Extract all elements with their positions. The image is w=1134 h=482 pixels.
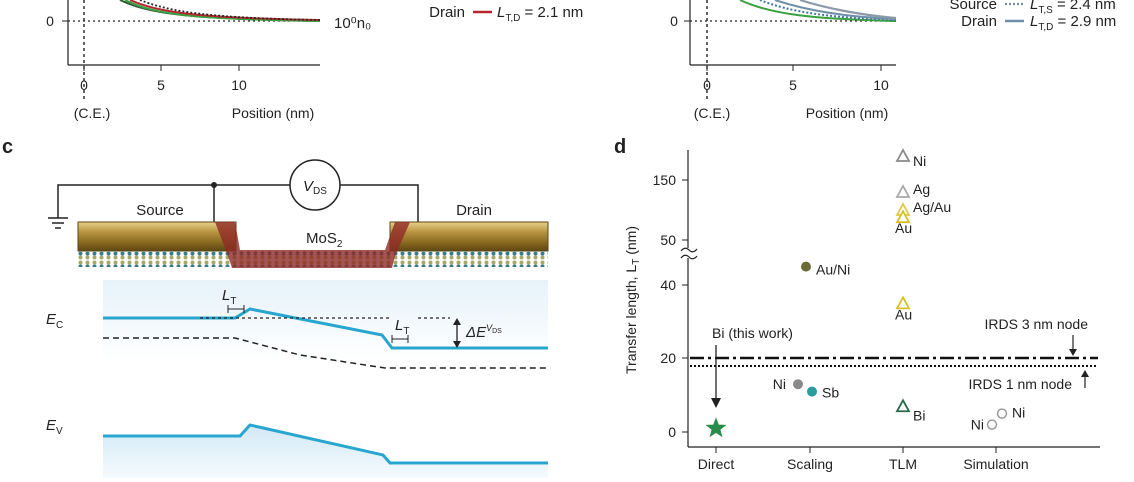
panel-d: d Transfer length, LT (nm) 0 20 40 50 15… <box>614 136 1100 472</box>
top-left-x-tick: 0 <box>80 77 88 93</box>
triangle-marker <box>895 295 911 310</box>
point-label: Ni <box>913 153 926 169</box>
top-right-xlabel: Position (nm) <box>806 105 888 121</box>
point-label: Au <box>895 220 912 236</box>
x-tick-label: TLM <box>889 456 917 472</box>
lt-label-left: LT <box>222 287 236 307</box>
open-circle-marker <box>996 408 1008 419</box>
top-right-legend-text: LT,D = 2.9 nm <box>1030 13 1116 33</box>
source-contact <box>77 221 237 252</box>
ev-label: EV <box>46 417 63 437</box>
ec-label: EC <box>46 311 63 331</box>
delta-e-arrow <box>453 318 461 348</box>
bi-this-work-label: Bi (this work) <box>712 325 793 341</box>
voltmeter-icon <box>289 159 341 211</box>
top-left-ce-label: (C.E.) <box>74 105 111 121</box>
top-right-y-tick: 0 <box>670 13 678 29</box>
triangle-marker <box>895 184 911 198</box>
y-tick-label: 50 <box>660 232 676 248</box>
panel-c: c VDS Source Drain MoS2 EC EV <box>2 136 549 478</box>
top-left-x-tick: 10 <box>231 77 247 93</box>
point-label: Sb <box>822 385 839 401</box>
arrow-icon <box>1069 349 1077 356</box>
point-label: Ag/Au <box>913 199 951 215</box>
circuit-wire-right <box>340 184 419 222</box>
chart-ylabel: Transfer length, LT (nm) <box>623 226 642 374</box>
y-tick-label: 0 <box>668 424 676 440</box>
top-left-curve-label: 10⁰n₀ <box>334 15 371 32</box>
irds-3nm-label: IRDS 3 nm node <box>985 316 1089 332</box>
irds-1nm-label: IRDS 1 nm node <box>969 376 1073 392</box>
y-tick-label: 40 <box>660 277 676 293</box>
y-tick-label: 20 <box>660 350 676 366</box>
lt-marker-left <box>227 305 245 313</box>
top-right-ce-label: (C.E.) <box>694 105 731 121</box>
x-tick-label: Direct <box>698 456 735 472</box>
point-label: Bi <box>913 407 925 423</box>
point-label: Au <box>895 306 912 322</box>
channel-region <box>215 222 410 268</box>
top-right-legend-row: Source <box>949 0 997 13</box>
top-right-plot: 0 0 5 10 (C.E.) Position (nm) Source LT,… <box>670 0 1116 121</box>
point-label: Au/Ni <box>816 262 850 278</box>
top-left-legend-text: LT,D = 2.1 nm <box>497 4 583 24</box>
panel-label-c: c <box>2 136 13 158</box>
x-tick-label: Scaling <box>787 456 833 472</box>
top-left-legend-row: Drain <box>429 4 465 21</box>
top-right-x-tick: 5 <box>789 77 797 93</box>
drain-contact <box>389 221 549 252</box>
lt-marker-right <box>391 335 409 343</box>
triangle-marker <box>895 148 911 162</box>
point-label: Ni <box>1012 405 1025 421</box>
triangle-marker <box>895 398 911 413</box>
point-label: Ag <box>913 181 930 197</box>
circle-marker <box>793 379 803 390</box>
x-tick-label: Simulation <box>963 456 1028 472</box>
drain-label: Drain <box>456 202 492 219</box>
arrow-icon <box>1081 370 1089 377</box>
y-ticks <box>682 179 688 433</box>
point-label: Ni <box>971 417 984 433</box>
panel-label-d: d <box>614 136 626 158</box>
top-right-legend-row: Drain <box>961 13 997 30</box>
point-label: Ni <box>773 376 786 392</box>
top-left-plot: 0 0 5 10 (C.E.) Position (nm) 10⁰n₀ Drai… <box>46 0 583 121</box>
source-label: Source <box>136 202 184 219</box>
arrow-icon <box>711 398 721 408</box>
top-left-x-tick: 5 <box>157 77 165 93</box>
ev-background <box>103 425 548 478</box>
circle-marker <box>807 386 817 397</box>
channel-label: MoS2 <box>306 230 343 250</box>
triangle-marker <box>895 209 911 224</box>
top-left-xlabel: Position (nm) <box>232 105 314 121</box>
circle-marker <box>801 261 811 272</box>
top-right-x-tick: 0 <box>703 77 711 93</box>
top-right-x-tick: 10 <box>873 77 889 93</box>
circuit-node <box>211 182 217 188</box>
ev-band <box>103 423 548 465</box>
y-tick-label: 150 <box>653 172 677 188</box>
ground-icon <box>48 214 68 229</box>
top-right-legend-text: LT,S = 2.4 nm <box>1030 0 1116 16</box>
top-left-y-tick: 0 <box>46 13 54 29</box>
vds-label: VDS <box>303 178 327 197</box>
lt-label-right: LT <box>395 317 409 337</box>
delta-e-label: ΔEVDS <box>465 323 502 341</box>
star-marker <box>705 417 727 438</box>
open-circle-marker <box>986 419 998 430</box>
axis-break-icon <box>680 247 698 260</box>
